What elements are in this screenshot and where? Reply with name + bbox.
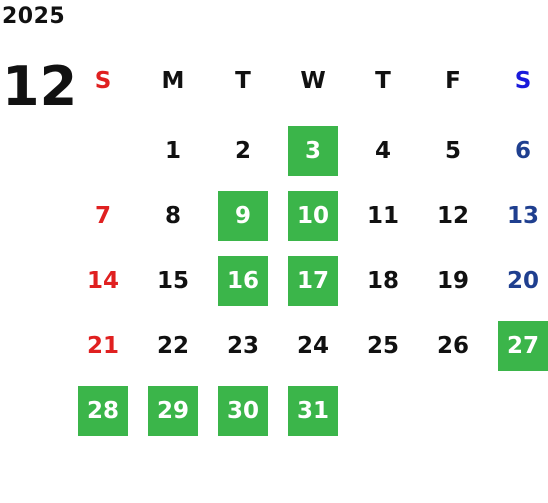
day-cell-14[interactable]: 14 [86, 268, 119, 294]
day-cell-10[interactable]: 10 [288, 191, 338, 241]
day-cell-7[interactable]: 7 [94, 203, 111, 229]
day-cell-28[interactable]: 28 [78, 386, 128, 436]
day-cell-16[interactable]: 16 [218, 256, 268, 306]
day-cell-31[interactable]: 31 [288, 386, 338, 436]
day-cell-2[interactable]: 2 [234, 138, 251, 164]
day-cell-30[interactable]: 30 [218, 386, 268, 436]
day-cell-6[interactable]: 6 [514, 138, 531, 164]
day-cell-15[interactable]: 15 [156, 268, 189, 294]
weekday-header-wed: W [300, 68, 326, 94]
day-cell-19[interactable]: 19 [436, 268, 469, 294]
day-cell-23[interactable]: 23 [226, 333, 259, 359]
day-cell-9[interactable]: 9 [218, 191, 268, 241]
weekday-header-tue: T [235, 68, 251, 94]
day-cell-5[interactable]: 5 [444, 138, 461, 164]
day-cell-18[interactable]: 18 [366, 268, 399, 294]
weekday-header-mon: M [161, 68, 185, 94]
weekday-header-fri: F [445, 68, 461, 94]
calendar-month: 12 [2, 55, 78, 118]
day-cell-4[interactable]: 4 [374, 138, 391, 164]
calendar-year: 2025 [2, 4, 66, 29]
day-cell-1[interactable]: 1 [164, 138, 181, 164]
day-cell-11[interactable]: 11 [366, 203, 399, 229]
weekday-header-thu: T [375, 68, 391, 94]
day-cell-20[interactable]: 20 [506, 268, 539, 294]
day-cell-12[interactable]: 12 [436, 203, 469, 229]
day-cell-27[interactable]: 27 [498, 321, 548, 371]
day-cell-17[interactable]: 17 [288, 256, 338, 306]
weekday-header-sat: S [514, 68, 532, 94]
day-cell-8[interactable]: 8 [164, 203, 181, 229]
day-cell-24[interactable]: 24 [296, 333, 329, 359]
day-cell-29[interactable]: 29 [148, 386, 198, 436]
day-cell-3[interactable]: 3 [288, 126, 338, 176]
weekday-header-sun: S [94, 68, 112, 94]
day-cell-22[interactable]: 22 [156, 333, 189, 359]
day-cell-21[interactable]: 21 [86, 333, 119, 359]
day-cell-13[interactable]: 13 [506, 203, 539, 229]
day-cell-26[interactable]: 26 [436, 333, 469, 359]
day-cell-25[interactable]: 25 [366, 333, 399, 359]
